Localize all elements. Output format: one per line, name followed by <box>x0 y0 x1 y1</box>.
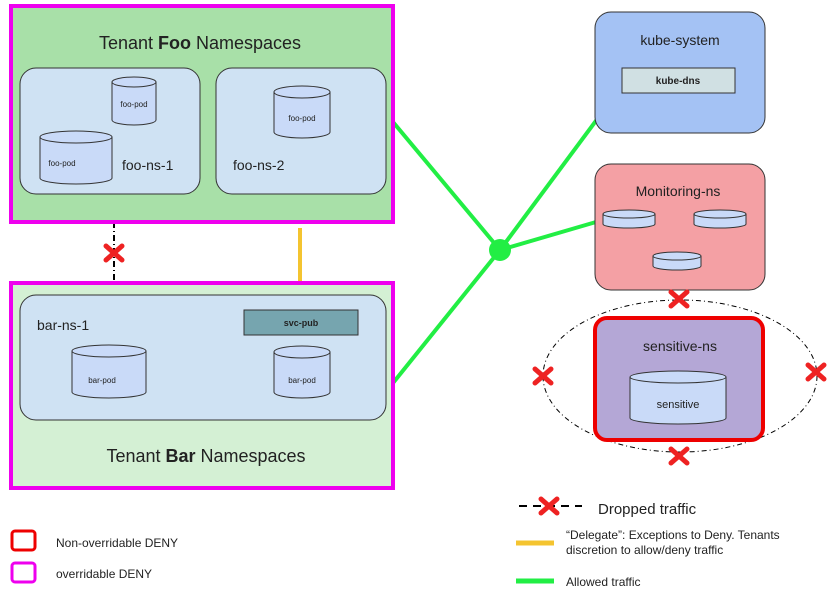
legend-allowed-label: Allowed traffic <box>566 575 640 589</box>
pod-label: bar-pod <box>288 376 316 385</box>
tenant-foo-box: Tenant Foo Namespaces foo-ns-1 foo-ns-2 … <box>9 4 395 224</box>
legend-overridable-label: overridable DENY <box>56 567 152 581</box>
tenant-foo-title: Tenant Foo Namespaces <box>99 33 301 53</box>
sensitive-pod-cylinder: sensitive <box>629 370 727 425</box>
tenant-bar-title: Tenant Bar Namespaces <box>106 446 305 466</box>
link-foo-to-hub <box>391 120 502 252</box>
sensitive-ns-title: sensitive-ns <box>643 338 717 354</box>
tenant-bar-box: Tenant Bar Namespaces bar-ns-1 svc-pub b… <box>9 281 395 490</box>
kube-system-box: kube-system kube-dns <box>594 11 766 134</box>
foo-pod-cylinder: foo-pod <box>273 85 331 139</box>
link-bar-to-hub <box>391 248 502 385</box>
pod-label: foo-pod <box>120 100 147 109</box>
foo-ns-1-label: foo-ns-1 <box>122 157 174 173</box>
dropped-traffic-x-icon <box>671 292 687 306</box>
kube-system-title: kube-system <box>640 32 719 48</box>
allowed-traffic-links <box>391 81 626 385</box>
pod-label: sensitive <box>657 399 700 411</box>
bar-ns-1-label: bar-ns-1 <box>37 317 89 333</box>
svc-pub-label: svc-pub <box>284 318 319 328</box>
legend: Non-overridable DENY overridable DENY Dr… <box>10 499 780 589</box>
legend-delegate-label-line1: “Delegate”: Exceptions to Deny. Tenants <box>566 528 780 542</box>
pod-label: bar-pod <box>88 376 116 385</box>
monitoring-ns-box: Monitoring-ns <box>594 163 766 291</box>
non-overridable-swatch <box>10 529 37 552</box>
kube-dns-label: kube-dns <box>656 76 701 87</box>
legend-dropped-label: Dropped traffic <box>598 501 697 518</box>
monitoring-pod-cylinder <box>602 209 656 229</box>
foo-pod-cylinder: foo-pod <box>39 130 113 185</box>
legend-delegate-label-line2: discretion to allow/deny traffic <box>566 543 723 557</box>
legend-non-overridable-label: Non-overridable DENY <box>56 536 178 550</box>
overridable-swatch <box>10 561 37 584</box>
allowed-traffic-hub <box>489 239 511 261</box>
foo-ns-2-label: foo-ns-2 <box>233 157 285 173</box>
sensitive-ns-box: sensitive-ns sensitive <box>593 316 765 442</box>
bar-pod-cylinder: bar-pod <box>71 344 147 399</box>
svc-pub-box <box>243 309 359 336</box>
foo-pod-cylinder: foo-pod <box>111 76 157 126</box>
kube-dns-box <box>621 67 736 94</box>
pod-label: foo-pod <box>48 159 75 168</box>
bar-pod-cylinder: bar-pod <box>273 345 331 399</box>
monitoring-ns-title: Monitoring-ns <box>636 183 721 199</box>
monitoring-pod-cylinder <box>652 251 702 271</box>
dropped-traffic-x-icon <box>671 449 687 463</box>
link-hub-to-monitoring <box>499 220 597 252</box>
pod-label: foo-pod <box>288 114 315 123</box>
monitoring-pod-cylinder <box>693 209 747 229</box>
